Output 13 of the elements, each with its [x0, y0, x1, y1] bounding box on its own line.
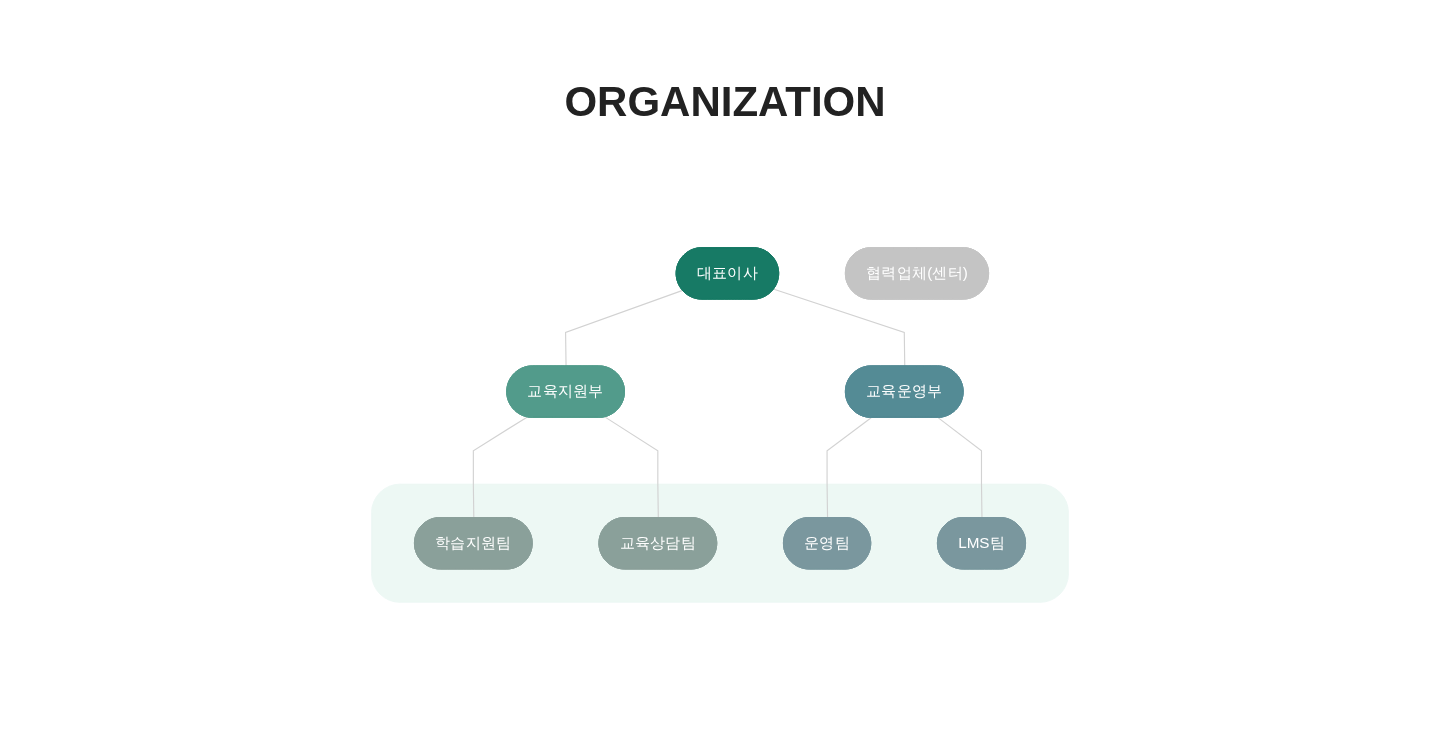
org-unit-pill: 학습지원팀 [414, 517, 533, 570]
connector-line [826, 417, 872, 519]
connector-line [472, 416, 528, 519]
org-unit-pill: 교육지원부 [506, 365, 625, 418]
org-unit-pill: 협력업체(센터) [844, 247, 990, 300]
diagram-title: ORGANIZATION [564, 78, 886, 126]
connector-line [604, 416, 659, 519]
org-unit-pill: 교육상담팀 [598, 517, 718, 570]
connector-line [565, 289, 684, 367]
connector-line [937, 417, 983, 519]
org-unit-pill: 대표이사 [675, 247, 780, 300]
connector-line [773, 288, 906, 367]
org-unit-pill: 교육운영부 [844, 365, 964, 418]
